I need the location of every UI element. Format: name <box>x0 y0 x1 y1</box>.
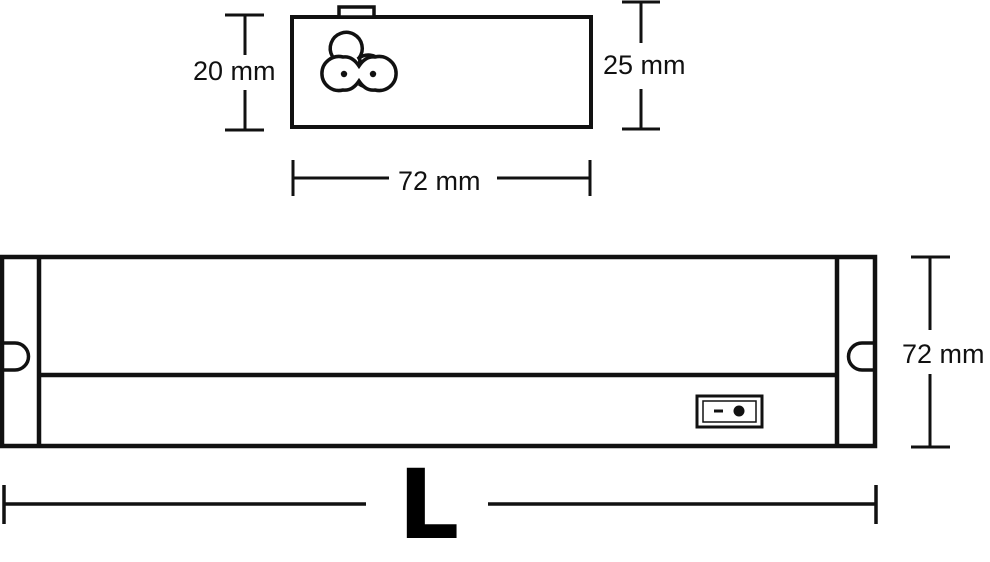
label-25mm: 25 mm <box>603 50 686 80</box>
right-mounting-slot <box>846 341 875 372</box>
label-72mm-width: 72 mm <box>398 166 481 196</box>
end-view <box>225 0 660 196</box>
front-view <box>0 254 950 524</box>
end-cap-tab <box>337 5 376 19</box>
rocker-switch-icon <box>695 394 764 429</box>
iec-c7-figure-eight-socket-icon <box>320 30 398 93</box>
end-cap-body <box>290 15 593 129</box>
dimension-72mm-height <box>911 255 950 449</box>
fixture-body <box>0 254 878 449</box>
dimension-length <box>2 485 878 524</box>
dimension-72mm-width <box>291 160 592 196</box>
label-length: L <box>398 449 459 561</box>
dimension-20mm <box>225 13 264 132</box>
label-20mm: 20 mm <box>193 56 276 86</box>
left-mounting-slot <box>2 341 31 372</box>
label-72mm-height: 72 mm <box>902 339 985 369</box>
dimension-25mm <box>622 0 660 131</box>
